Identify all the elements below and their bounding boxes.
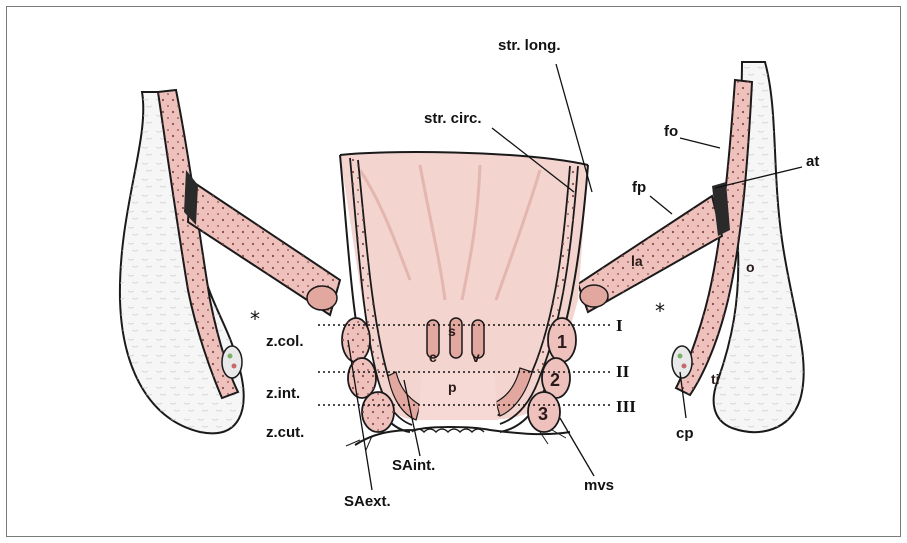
label-p: p: [448, 379, 457, 395]
label-num-3: 3: [538, 404, 548, 424]
label-mvs: mvs: [584, 477, 614, 494]
label-str-long: str. long.: [498, 37, 561, 54]
label-sa-int: SAint.: [392, 457, 435, 474]
label-at: at: [806, 153, 819, 170]
label-s: s: [448, 323, 456, 339]
left-pudendal-canal: [222, 346, 242, 378]
label-sa-ext: SAext.: [344, 493, 391, 510]
label-fp: fp: [632, 179, 646, 196]
label-z-col: z.col.: [266, 333, 304, 350]
label-ti: ti: [711, 371, 720, 387]
label-la: la: [631, 253, 643, 269]
label-level-2: II: [616, 362, 630, 381]
left-pelvic-wall: [120, 90, 340, 433]
label-num-1: 1: [557, 332, 567, 352]
right-pudendal-canal: [672, 346, 692, 378]
label-z-cut: z.cut.: [266, 424, 304, 441]
label-o: o: [746, 259, 755, 275]
label-z-int: z.int.: [266, 385, 300, 402]
label-c: c: [429, 349, 437, 365]
right-pelvic-wall: [578, 62, 804, 432]
label-star-right: *: [655, 299, 665, 323]
label-num-2: 2: [550, 370, 560, 390]
pecten: [418, 370, 498, 420]
label-v: v: [472, 349, 480, 365]
label-fo: fo: [664, 123, 678, 140]
label-cp: cp: [676, 425, 694, 442]
label-star-left: *: [250, 307, 260, 331]
label-level-1: I: [616, 316, 623, 335]
label-str-circ: str. circ.: [424, 110, 482, 127]
label-level-3: III: [616, 397, 636, 416]
